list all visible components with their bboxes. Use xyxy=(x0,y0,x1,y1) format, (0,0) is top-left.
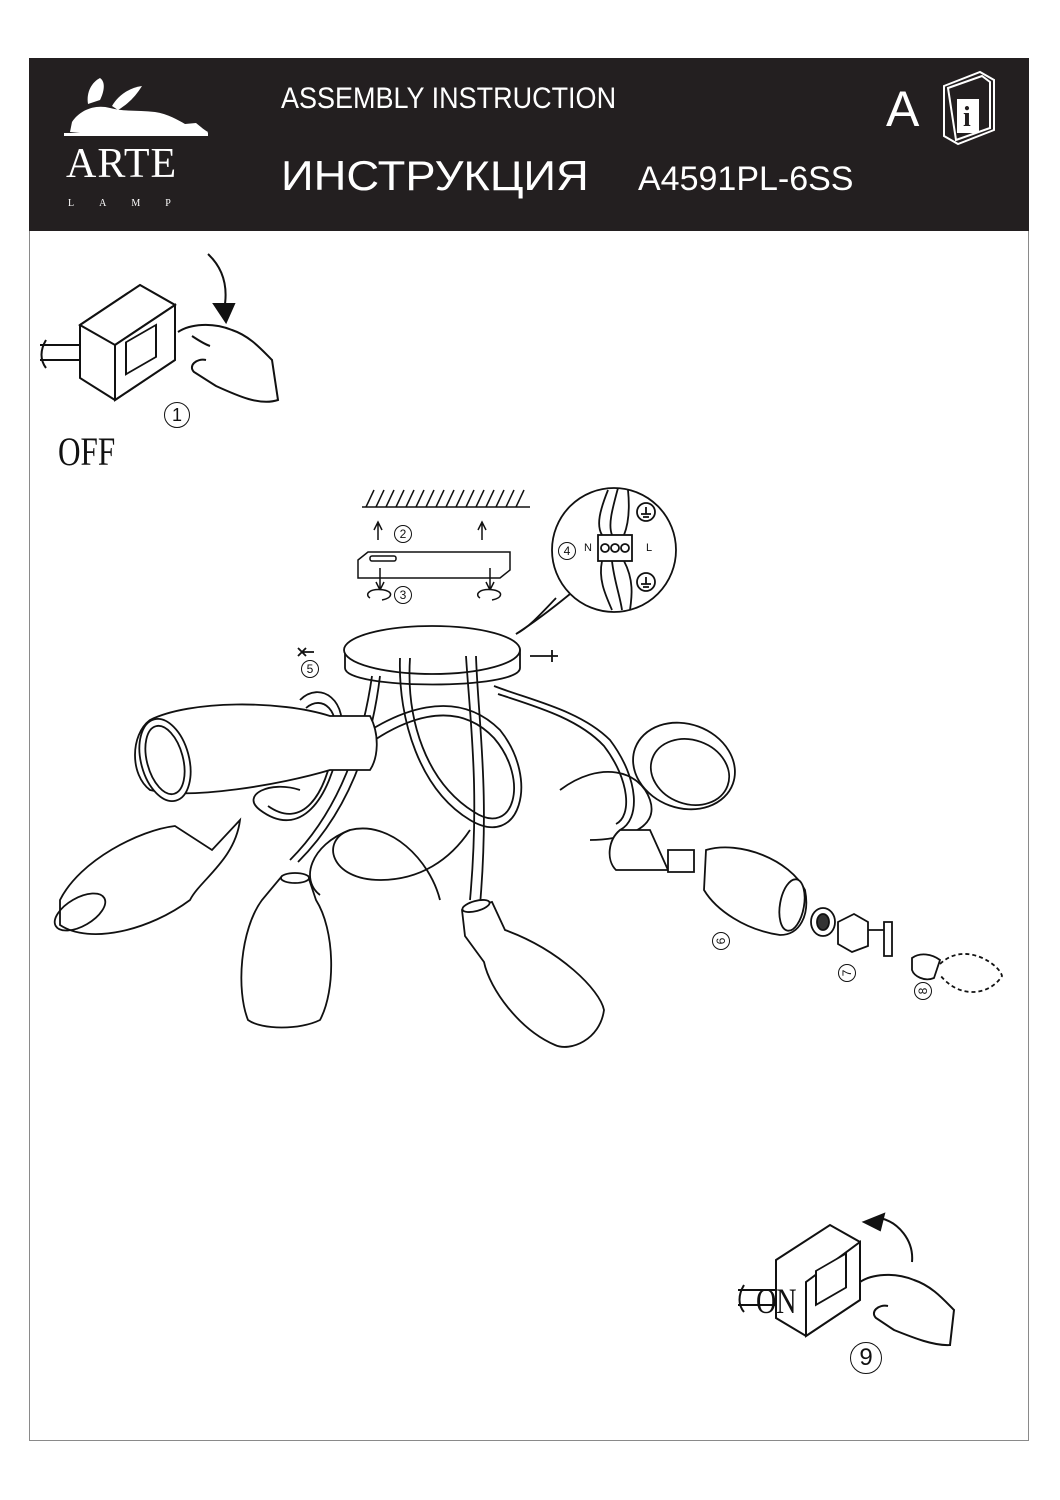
title-russian: ИНСТРУКЦИЯ xyxy=(281,152,589,199)
language-letter: A xyxy=(886,81,920,137)
ceiling-hatch xyxy=(362,489,530,508)
model-number: A4591PL-6SS xyxy=(638,160,854,198)
step-4-badge: 4 xyxy=(558,542,576,560)
bulb-parts xyxy=(810,907,1003,993)
title-english: ASSEMBLY INSTRUCTION xyxy=(281,82,617,115)
mounting-bracket xyxy=(357,520,511,601)
info-book-icon: i xyxy=(943,70,995,146)
glass-shades xyxy=(53,703,808,1048)
step-9-badge: 9 xyxy=(850,1342,882,1374)
svg-text:i: i xyxy=(963,102,971,133)
griffin-logo-icon xyxy=(70,78,208,136)
step-3-badge: 3 xyxy=(394,586,412,604)
wire-neutral-label: N xyxy=(584,542,592,554)
switch-on-illustration xyxy=(738,1212,956,1347)
step-6-badge: 6 xyxy=(712,932,730,950)
step-1-badge: 1 xyxy=(164,402,190,428)
wire-live-label: L xyxy=(646,542,653,554)
wiring-detail xyxy=(515,487,677,635)
lamp-arms xyxy=(252,655,653,906)
header-bar xyxy=(29,58,1029,231)
step-5-badge: 5 xyxy=(301,660,319,678)
switch-off-illustration xyxy=(40,253,280,403)
step-7-badge: 7 xyxy=(838,964,856,982)
switch-on-label: ON xyxy=(756,1281,797,1321)
step-8-badge: 8 xyxy=(914,982,932,1000)
logo-divider xyxy=(64,133,208,136)
brand-wordmark: ARTE xyxy=(66,141,178,187)
brand-subtitle: LAMP xyxy=(68,198,196,209)
step-2-badge: 2 xyxy=(394,525,412,543)
switch-off-label: OFF xyxy=(58,429,116,474)
lamp-canopy xyxy=(297,625,558,686)
